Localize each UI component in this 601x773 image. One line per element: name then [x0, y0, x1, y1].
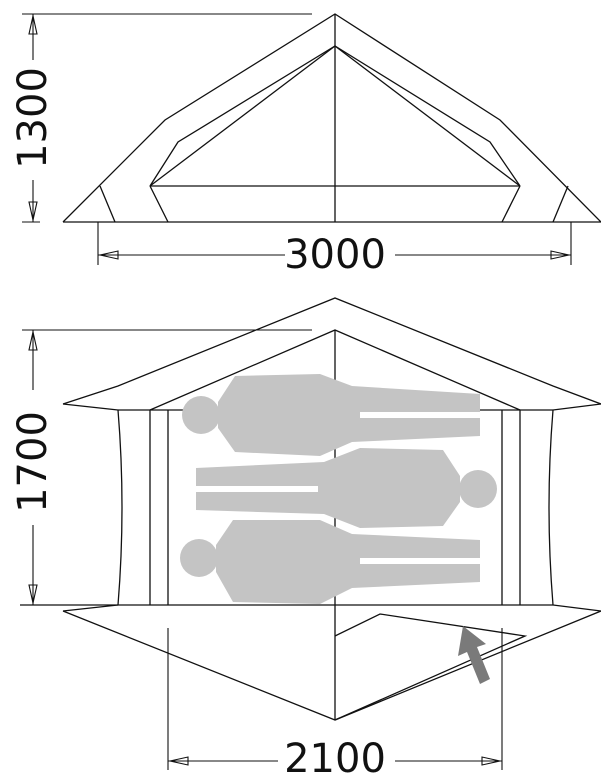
sleeper-head — [459, 470, 497, 508]
outer-fly-outline — [62, 13, 601, 223]
sleeper-body — [196, 448, 460, 528]
right-inner-leg — [501, 185, 521, 223]
left-guy-leg — [99, 185, 116, 223]
sleeper-silhouette — [182, 374, 480, 456]
height-label: 1300 — [10, 67, 56, 169]
left-inner-leg — [149, 185, 169, 223]
plan-left-outer-wall — [117, 409, 123, 606]
plan-width-arrow-right — [481, 756, 501, 766]
right-guy-leg — [552, 185, 569, 223]
height-arrow-bottom — [28, 201, 38, 221]
plan-top-left-edge — [62, 403, 119, 411]
plan-top-fly — [62, 297, 601, 405]
plan-width-arrow-left — [169, 756, 189, 766]
sleeper-head — [180, 539, 218, 577]
sleeper-silhouette — [180, 520, 480, 604]
front-elevation — [62, 13, 601, 223]
sleeper-silhouette — [196, 448, 497, 528]
left-rafter — [149, 45, 336, 187]
right-rafter — [334, 45, 521, 187]
plan-width-label: 2100 — [284, 736, 386, 773]
width-dimension: 3000 — [97, 222, 572, 278]
entrance-arrow-shape — [458, 626, 490, 684]
plan-bottom-fly — [62, 610, 601, 721]
plan-bottom-right-edge — [552, 604, 601, 612]
sleeper-body — [216, 520, 480, 604]
length-arrow-top — [28, 331, 38, 351]
width-label: 3000 — [284, 232, 386, 278]
length-label: 1700 — [10, 411, 56, 513]
plan-top-right-edge — [552, 403, 601, 411]
height-dimension: 1300 — [10, 13, 312, 223]
plan-width-dimension: 2100 — [167, 628, 503, 773]
entrance-arrow-icon — [458, 626, 490, 684]
height-arrow-top — [28, 15, 38, 35]
sleepers — [180, 374, 497, 604]
sleeper-head — [182, 396, 220, 434]
plan-bottom-left-edge — [62, 604, 119, 612]
length-dimension: 1700 — [10, 329, 312, 605]
sleeper-body — [218, 374, 480, 456]
length-arrow-bottom — [28, 584, 38, 604]
width-arrow-left — [99, 250, 119, 260]
plan-right-outer-wall — [548, 409, 554, 606]
width-arrow-right — [550, 250, 570, 260]
plan-door-flap — [334, 613, 528, 721]
